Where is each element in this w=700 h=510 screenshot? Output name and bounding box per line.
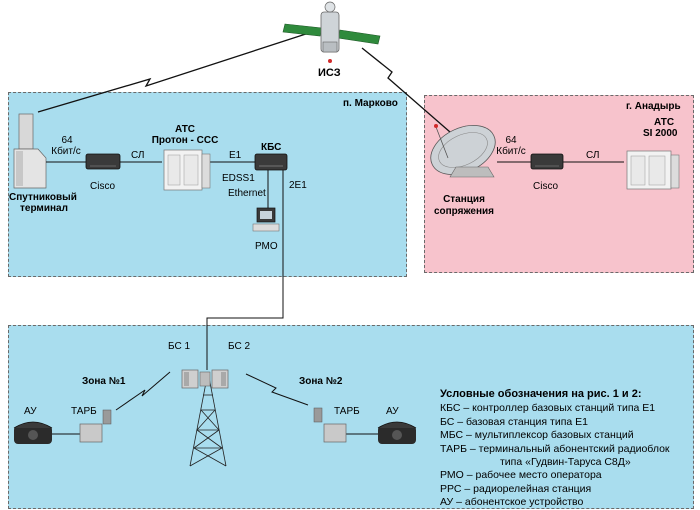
cisco-anadyr-label: Cisco	[533, 181, 559, 192]
ats-proton-label-line1: АТС	[174, 124, 196, 135]
satellite-link-markovo	[37, 31, 313, 113]
satellite-label: ИСЗ	[318, 67, 341, 79]
bs1-label: БС 1	[168, 341, 191, 352]
legend-item: МБС – мультиплексор базовых станций	[440, 429, 634, 442]
phone-right-icon	[377, 421, 417, 444]
anadyr-rate-line2: Кбит/с	[496, 146, 526, 157]
edss1-label: EDSS1	[222, 173, 255, 184]
bs1-antenna-icon	[181, 369, 199, 389]
kbs-to-bs-link	[206, 170, 284, 370]
ats-si2000-label-line1: АТС	[654, 117, 675, 128]
legend-item: АУ – абонентское устройство	[440, 496, 584, 509]
anadyr-rate-line1: 64	[505, 135, 517, 146]
phone-left-icon	[13, 421, 53, 444]
e1-label: E1	[229, 150, 242, 161]
legend-item: КБС – контроллер базовых станций типа Е1	[440, 402, 656, 415]
legend-item: РМО – рабочее место оператора	[440, 469, 602, 482]
bs-center-unit-icon	[199, 371, 211, 387]
ethernet-label: Ethernet	[228, 188, 266, 199]
kbs-controller-icon	[254, 153, 288, 171]
legend-item: ТАРБ – терминальный абонентский радиобло…	[440, 442, 670, 455]
tarb-left-label: ТАРБ	[71, 406, 97, 417]
zone1-label: Зона №1	[82, 376, 126, 387]
bs2-antenna-icon	[211, 369, 229, 389]
bs2-label: БС 2	[228, 341, 251, 352]
kbs-label: КБС	[261, 142, 282, 153]
zone2-label: Зона №2	[299, 376, 343, 387]
two-e1-label: 2E1	[289, 180, 307, 191]
terminal-label-line1: Спутниковый	[9, 192, 77, 203]
tarb-right-label: ТАРБ	[334, 406, 360, 417]
markovo-rate-line1: 64	[61, 135, 73, 146]
tarb-right-icon	[313, 407, 347, 443]
terminal-label-line2: терминал	[20, 203, 68, 214]
station-label-line1: Станция	[443, 194, 485, 205]
satellite-link-anadyr	[361, 47, 451, 133]
tarb-left-icon	[79, 409, 112, 443]
legend-item: РРС – радиорелейная станция	[440, 482, 592, 495]
satellite-icon	[282, 1, 381, 63]
au-left-label: АУ	[24, 406, 37, 417]
ats-proton-label-line2: Протон - ССС	[151, 135, 219, 146]
ats-si2000-icon	[626, 150, 680, 190]
operator-workstation-icon	[252, 207, 280, 232]
legend: Условные обозначения на рис. 1 и 2: КБС …	[440, 388, 670, 510]
radio-tower-icon	[189, 371, 227, 467]
sl-anadyr-label: СЛ	[586, 150, 600, 161]
satellite-terminal-icon	[13, 113, 47, 189]
markovo-title: п. Марково	[343, 98, 398, 109]
markovo-rate-line2: Кбит/с	[51, 146, 81, 157]
ats-si2000-label-line2: SI 2000	[643, 128, 678, 139]
cisco-router-anadyr-icon	[530, 153, 564, 170]
legend-item: БС – базовая станция типа Е1	[440, 415, 588, 428]
rmo-label: РМО	[255, 241, 278, 252]
radio-link-zone1	[115, 371, 171, 411]
radio-link-zone2	[245, 373, 309, 406]
zones-panel	[8, 325, 694, 509]
au-right-label: АУ	[386, 406, 399, 417]
cisco-router-markovo-icon	[85, 153, 121, 170]
legend-title: Условные обозначения на рис. 1 и 2:	[440, 388, 642, 400]
cisco-markovo-label: Cisco	[90, 181, 116, 192]
anadyr-title: г. Анадырь	[626, 101, 681, 112]
sl-markovo-label: СЛ	[131, 150, 145, 161]
ats-proton-icon	[163, 149, 211, 191]
legend-item: типа «Гудвин-Таруса С8Д»	[500, 456, 631, 469]
station-label-line2: сопряжения	[433, 206, 495, 217]
station-dish-icon	[430, 124, 496, 178]
